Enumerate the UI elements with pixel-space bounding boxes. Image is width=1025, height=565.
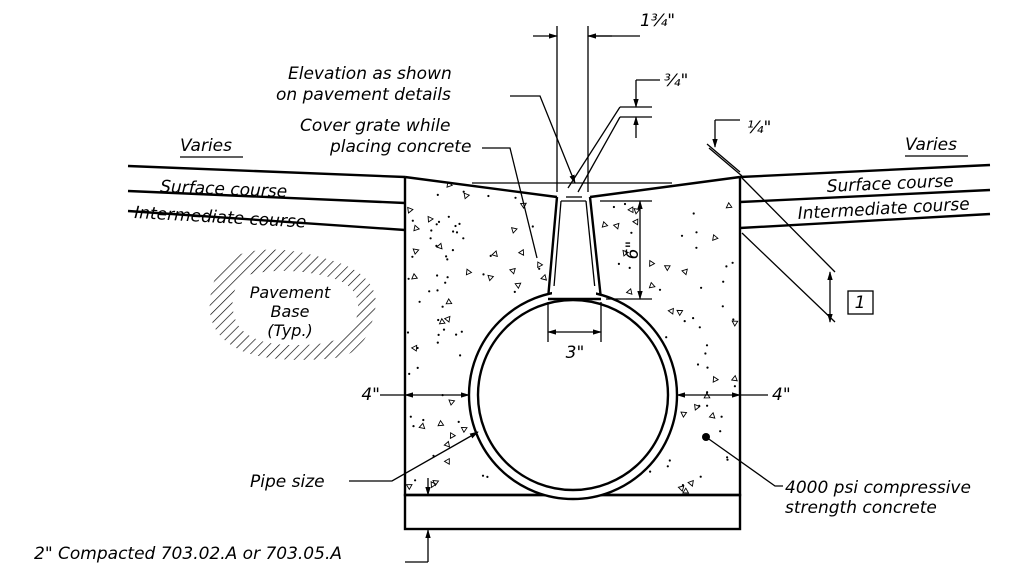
dim-label-4-right: 4" bbox=[772, 385, 791, 405]
pavement-layers-right bbox=[739, 163, 991, 230]
varies-label-left: Varies bbox=[180, 136, 232, 156]
surface-course-left: Surface course bbox=[160, 177, 288, 202]
dim-label-4-left: 4" bbox=[361, 385, 380, 405]
dim-label-3: 3" bbox=[566, 343, 585, 363]
dim-label-3-4: ¾" bbox=[664, 71, 688, 91]
elevation-label-line2: on pavement details bbox=[276, 85, 451, 105]
note-box-number: 1 bbox=[855, 293, 866, 313]
dim-edge-drop bbox=[706, 119, 836, 323]
concrete-label-line2: strength concrete bbox=[785, 498, 937, 518]
cover-label-line2: placing concrete bbox=[329, 137, 471, 157]
dim-label-1-3-4: 1¾" bbox=[640, 11, 675, 31]
dim-slot-depth bbox=[600, 200, 652, 300]
pavement-base-line1: Pavement bbox=[250, 283, 331, 302]
dim-slot-bottom-width bbox=[547, 302, 602, 342]
dim-label-1-4: ¼" bbox=[747, 118, 771, 138]
elevation-label-line1: Elevation as shown bbox=[288, 64, 452, 84]
bedding-label: 2" Compacted 703.02.A or 703.05.A bbox=[34, 544, 342, 564]
dim-slot-top-width bbox=[533, 26, 640, 192]
pipe-size-label: Pipe size bbox=[250, 472, 325, 492]
dim-slot-top-depth bbox=[567, 79, 660, 193]
dim-label-6: 6" bbox=[623, 241, 643, 260]
pavement-layers-left bbox=[127, 164, 406, 232]
pipe bbox=[467, 286, 679, 501]
concrete-label-line1: 4000 psi compressive bbox=[785, 478, 971, 498]
pavement-base-hatch bbox=[209, 249, 376, 360]
cover-label-line1: Cover grate while bbox=[300, 116, 451, 136]
leader-lines bbox=[180, 95, 968, 563]
note-box bbox=[847, 290, 874, 315]
pavement-base-line3: (Typ.) bbox=[267, 321, 313, 340]
pavement-base-line2: Base bbox=[271, 302, 310, 321]
intermediate-course-left: Intermediate course bbox=[134, 203, 307, 233]
varies-label-right: Varies bbox=[905, 135, 957, 155]
drain-slot bbox=[546, 196, 603, 301]
